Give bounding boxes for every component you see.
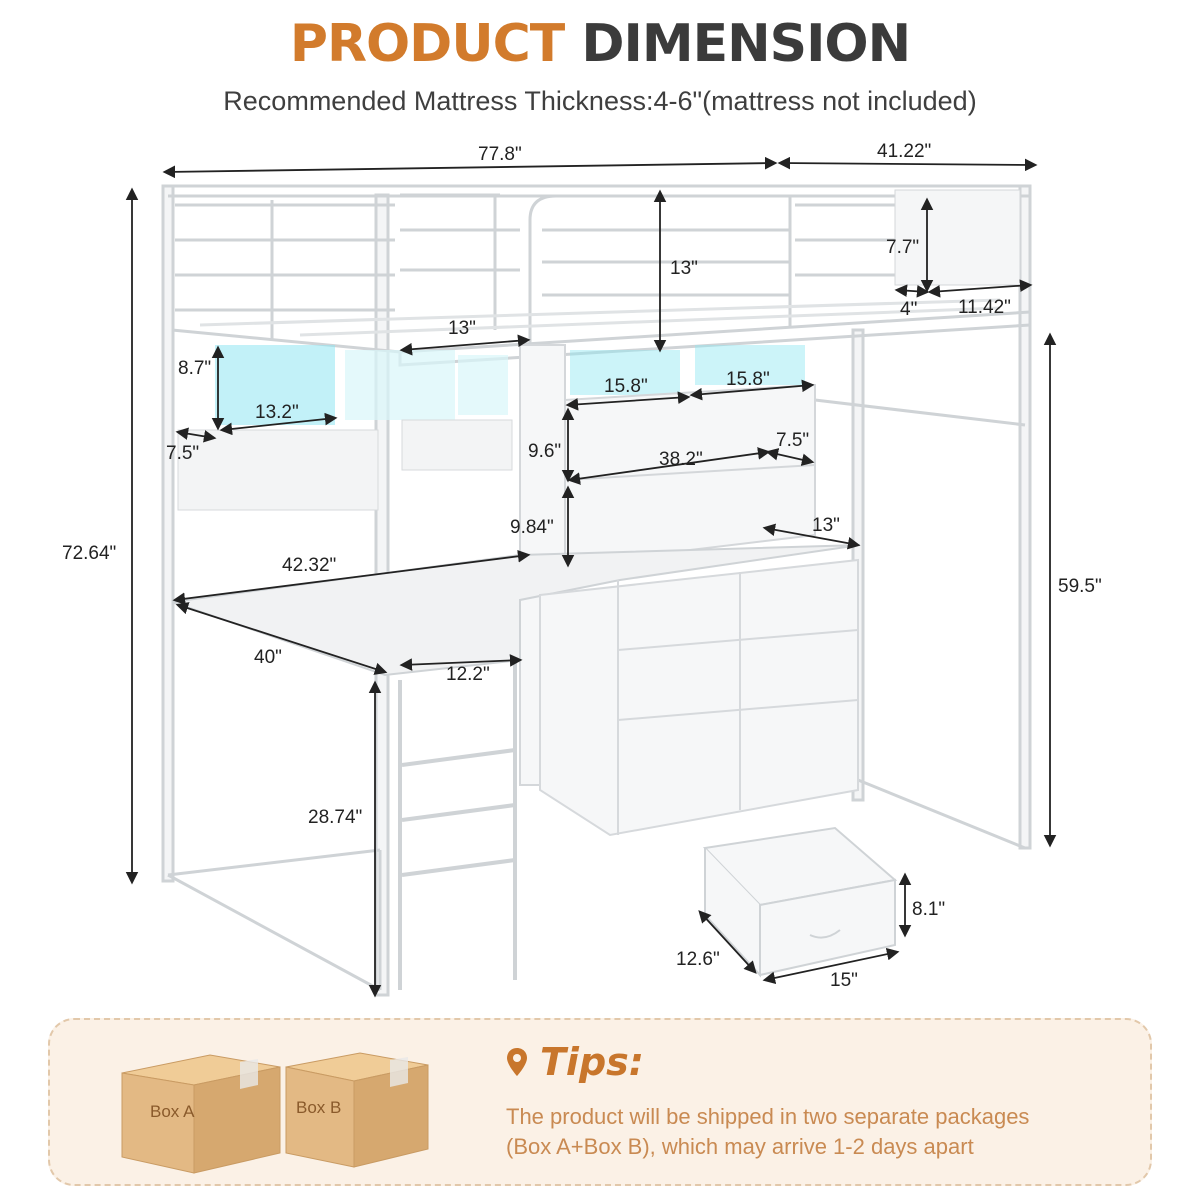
tips-line-2: (Box A+Box B), which may arrive 1-2 days… [506, 1134, 974, 1159]
page-title: PRODUCT DIMENSION [0, 14, 1200, 74]
dim-shelf-width-left: 15.8" [604, 376, 648, 397]
dim-clearance-height: 59.5" [1058, 576, 1102, 597]
tips-header: Tips: [506, 1040, 644, 1084]
dimension-labels: 77.8" 41.22" 72.64" 13" 13" 7.7" 4" 11.4… [62, 141, 1102, 991]
title-accent-word: PRODUCT [289, 14, 565, 74]
mattress-note: Recommended Mattress Thickness:4-6"(matt… [223, 86, 977, 116]
dim-shelf-width-right: 15.8" [726, 369, 770, 390]
dim-cubby-height: 8.7" [178, 358, 211, 379]
dim-drawer-width: 15" [830, 970, 858, 991]
dim-ladder-opening: 13" [448, 318, 476, 339]
location-pin-icon [507, 1048, 527, 1076]
led-shelf [215, 345, 805, 425]
dim-guardrail-height: 13" [670, 258, 698, 279]
dim-cubby-depth: 7.5" [166, 443, 199, 464]
dim-pocket-height: 7.7" [886, 237, 919, 258]
tips-line-1: The product will be shipped in two separ… [506, 1104, 1030, 1129]
tips-title: Tips: [540, 1040, 644, 1084]
box-a-label: Box A [150, 1102, 195, 1121]
shipping-boxes: Box A Box B [121, 1052, 429, 1174]
dim-shelf-height-upper: 9.6" [528, 441, 561, 462]
dim-shelf-height-lower: 9.84" [510, 517, 554, 538]
dim-overall-height: 72.64" [62, 543, 116, 564]
pegboard [177, 429, 379, 511]
title-main-word: DIMENSION [581, 14, 911, 74]
storage-pocket [894, 189, 1021, 286]
pegboard-right [401, 419, 513, 471]
dim-drawer-height: 8.1" [912, 899, 945, 920]
dim-pocket-gap: 4" [900, 299, 917, 320]
dim-shelf-depth: 7.5" [776, 430, 809, 451]
dim-shelf-length: 38.2" [659, 449, 703, 470]
box-b-label: Box B [296, 1098, 341, 1117]
dresser [539, 558, 859, 837]
dim-desk-return: 12.2" [446, 664, 490, 685]
loose-drawer [702, 826, 898, 978]
dim-drawer-depth: 12.6" [676, 949, 720, 970]
dim-desk-width: 40" [254, 647, 282, 668]
dim-cubby-width: 13.2" [255, 402, 299, 423]
dim-dresser-depth: 13" [812, 515, 840, 536]
dim-desk-length: 42.32" [282, 555, 336, 576]
box-b: Box B [285, 1052, 429, 1168]
dim-overall-length: 77.8" [478, 144, 522, 165]
ladder [398, 660, 517, 990]
dim-pocket-width: 11.42" [958, 297, 1011, 318]
box-a: Box A [121, 1054, 281, 1174]
dim-desk-height: 28.74" [308, 807, 362, 828]
dim-overall-width: 41.22" [877, 141, 931, 162]
dimension-lines [125, 156, 1057, 998]
